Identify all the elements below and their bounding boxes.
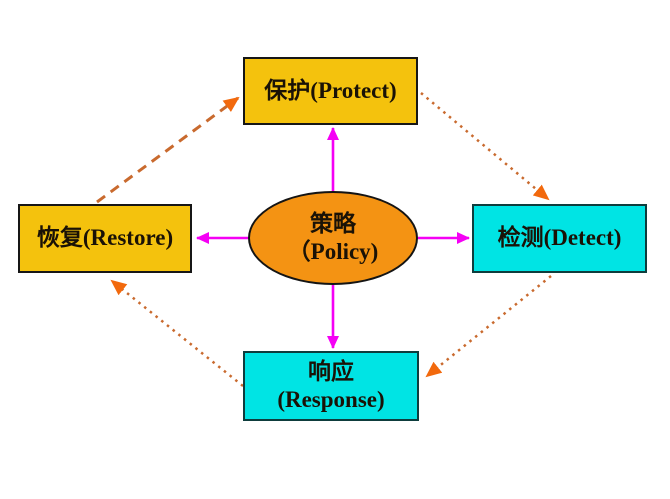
arrow-response-to-restore	[110, 279, 244, 387]
node-protect: 保护(Protect)	[243, 57, 418, 125]
node-policy: 策略 （Policy)	[248, 191, 418, 285]
node-policy-label-line1: 策略	[310, 211, 356, 237]
node-response-label-line1: 响应	[308, 358, 354, 384]
node-response: 响应 (Response)	[243, 351, 419, 421]
arrow-protect-to-detect	[420, 92, 550, 201]
node-response-label-line2: (Response)	[277, 387, 385, 412]
node-protect-label: 保护(Protect)	[264, 77, 397, 103]
node-restore: 恢复(Restore)	[18, 204, 192, 273]
node-policy-label-line2: （Policy)	[287, 239, 379, 264]
node-detect: 检测(Detect)	[472, 204, 647, 273]
node-detect-label: 检测(Detect)	[497, 225, 622, 251]
arrow-restore-to-protect	[96, 96, 240, 204]
arrow-detect-to-response	[425, 275, 552, 378]
node-restore-label: 恢复(Restore)	[36, 225, 174, 251]
